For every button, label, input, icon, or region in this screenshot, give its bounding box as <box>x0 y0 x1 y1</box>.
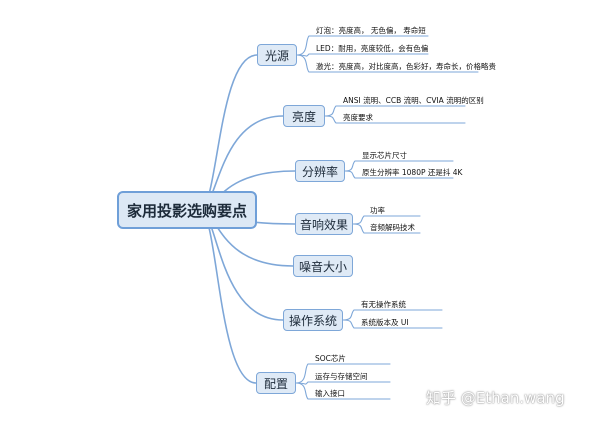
leaf-has-os: 有无操作系统 <box>361 300 406 309</box>
leaf-audio-decoding: 音频解码技术 <box>370 223 415 232</box>
branch-audio[interactable]: 音响效果 <box>295 213 353 235</box>
leaf-led: LED：耐用，亮度较低，会有色偏 <box>316 44 429 53</box>
leaf-native-resolution: 原生分辨率 1080P 还是抖 4K <box>362 168 463 177</box>
leaf-connector-1-1 <box>324 115 466 124</box>
root-connector-6 <box>199 209 257 384</box>
branch-brightness[interactable]: 亮度 <box>283 105 325 127</box>
leaf-bulb: 灯泡：亮度高， 无色偏， 寿命短 <box>316 26 426 35</box>
root-connector-0 <box>199 54 258 211</box>
leaf-connector-3-1 <box>352 223 421 234</box>
leaf-os-version-ui: 系统版本及 UI <box>361 318 409 327</box>
branch-config[interactable]: 配置 <box>256 372 296 394</box>
leaf-memory-storage: 运存与存储空间 <box>315 372 368 381</box>
root-node[interactable]: 家用投影选购要点 <box>117 191 257 229</box>
branch-light-source[interactable]: 光源 <box>257 44 297 66</box>
leaf-connector-0-1 <box>296 53 429 57</box>
leaf-soc: SOC芯片 <box>315 354 346 363</box>
branch-resolution[interactable]: 分辨率 <box>295 160 345 182</box>
branch-os[interactable]: 操作系统 <box>283 309 343 331</box>
leaf-connector-5-1 <box>295 381 391 385</box>
watermark: 知乎 @Ethan.wang <box>426 389 565 407</box>
leaf-power: 功率 <box>370 206 385 215</box>
leaf-chip-size: 显示芯片尺寸 <box>362 151 407 160</box>
leaf-connector-4-1 <box>342 319 443 329</box>
leaf-connector-0-0 <box>296 35 429 56</box>
leaf-connector-5-0 <box>295 363 391 384</box>
leaf-input-ports: 输入接口 <box>315 389 345 398</box>
leaf-connector-5-2 <box>295 382 391 400</box>
leaf-brightness-requirement: 亮度要求 <box>343 113 373 122</box>
leaf-connector-2-1 <box>344 170 454 179</box>
leaf-connector-0-2 <box>296 54 479 73</box>
leaf-lumen-standards: ANSI 流明、CCB 流明、CVIA 流明的区别 <box>343 96 484 105</box>
branch-noise[interactable]: 噪音大小 <box>293 255 353 277</box>
leaf-laser: 激光：亮度高，对比度高，色彩好，寿命长，价格略贵 <box>316 62 496 71</box>
